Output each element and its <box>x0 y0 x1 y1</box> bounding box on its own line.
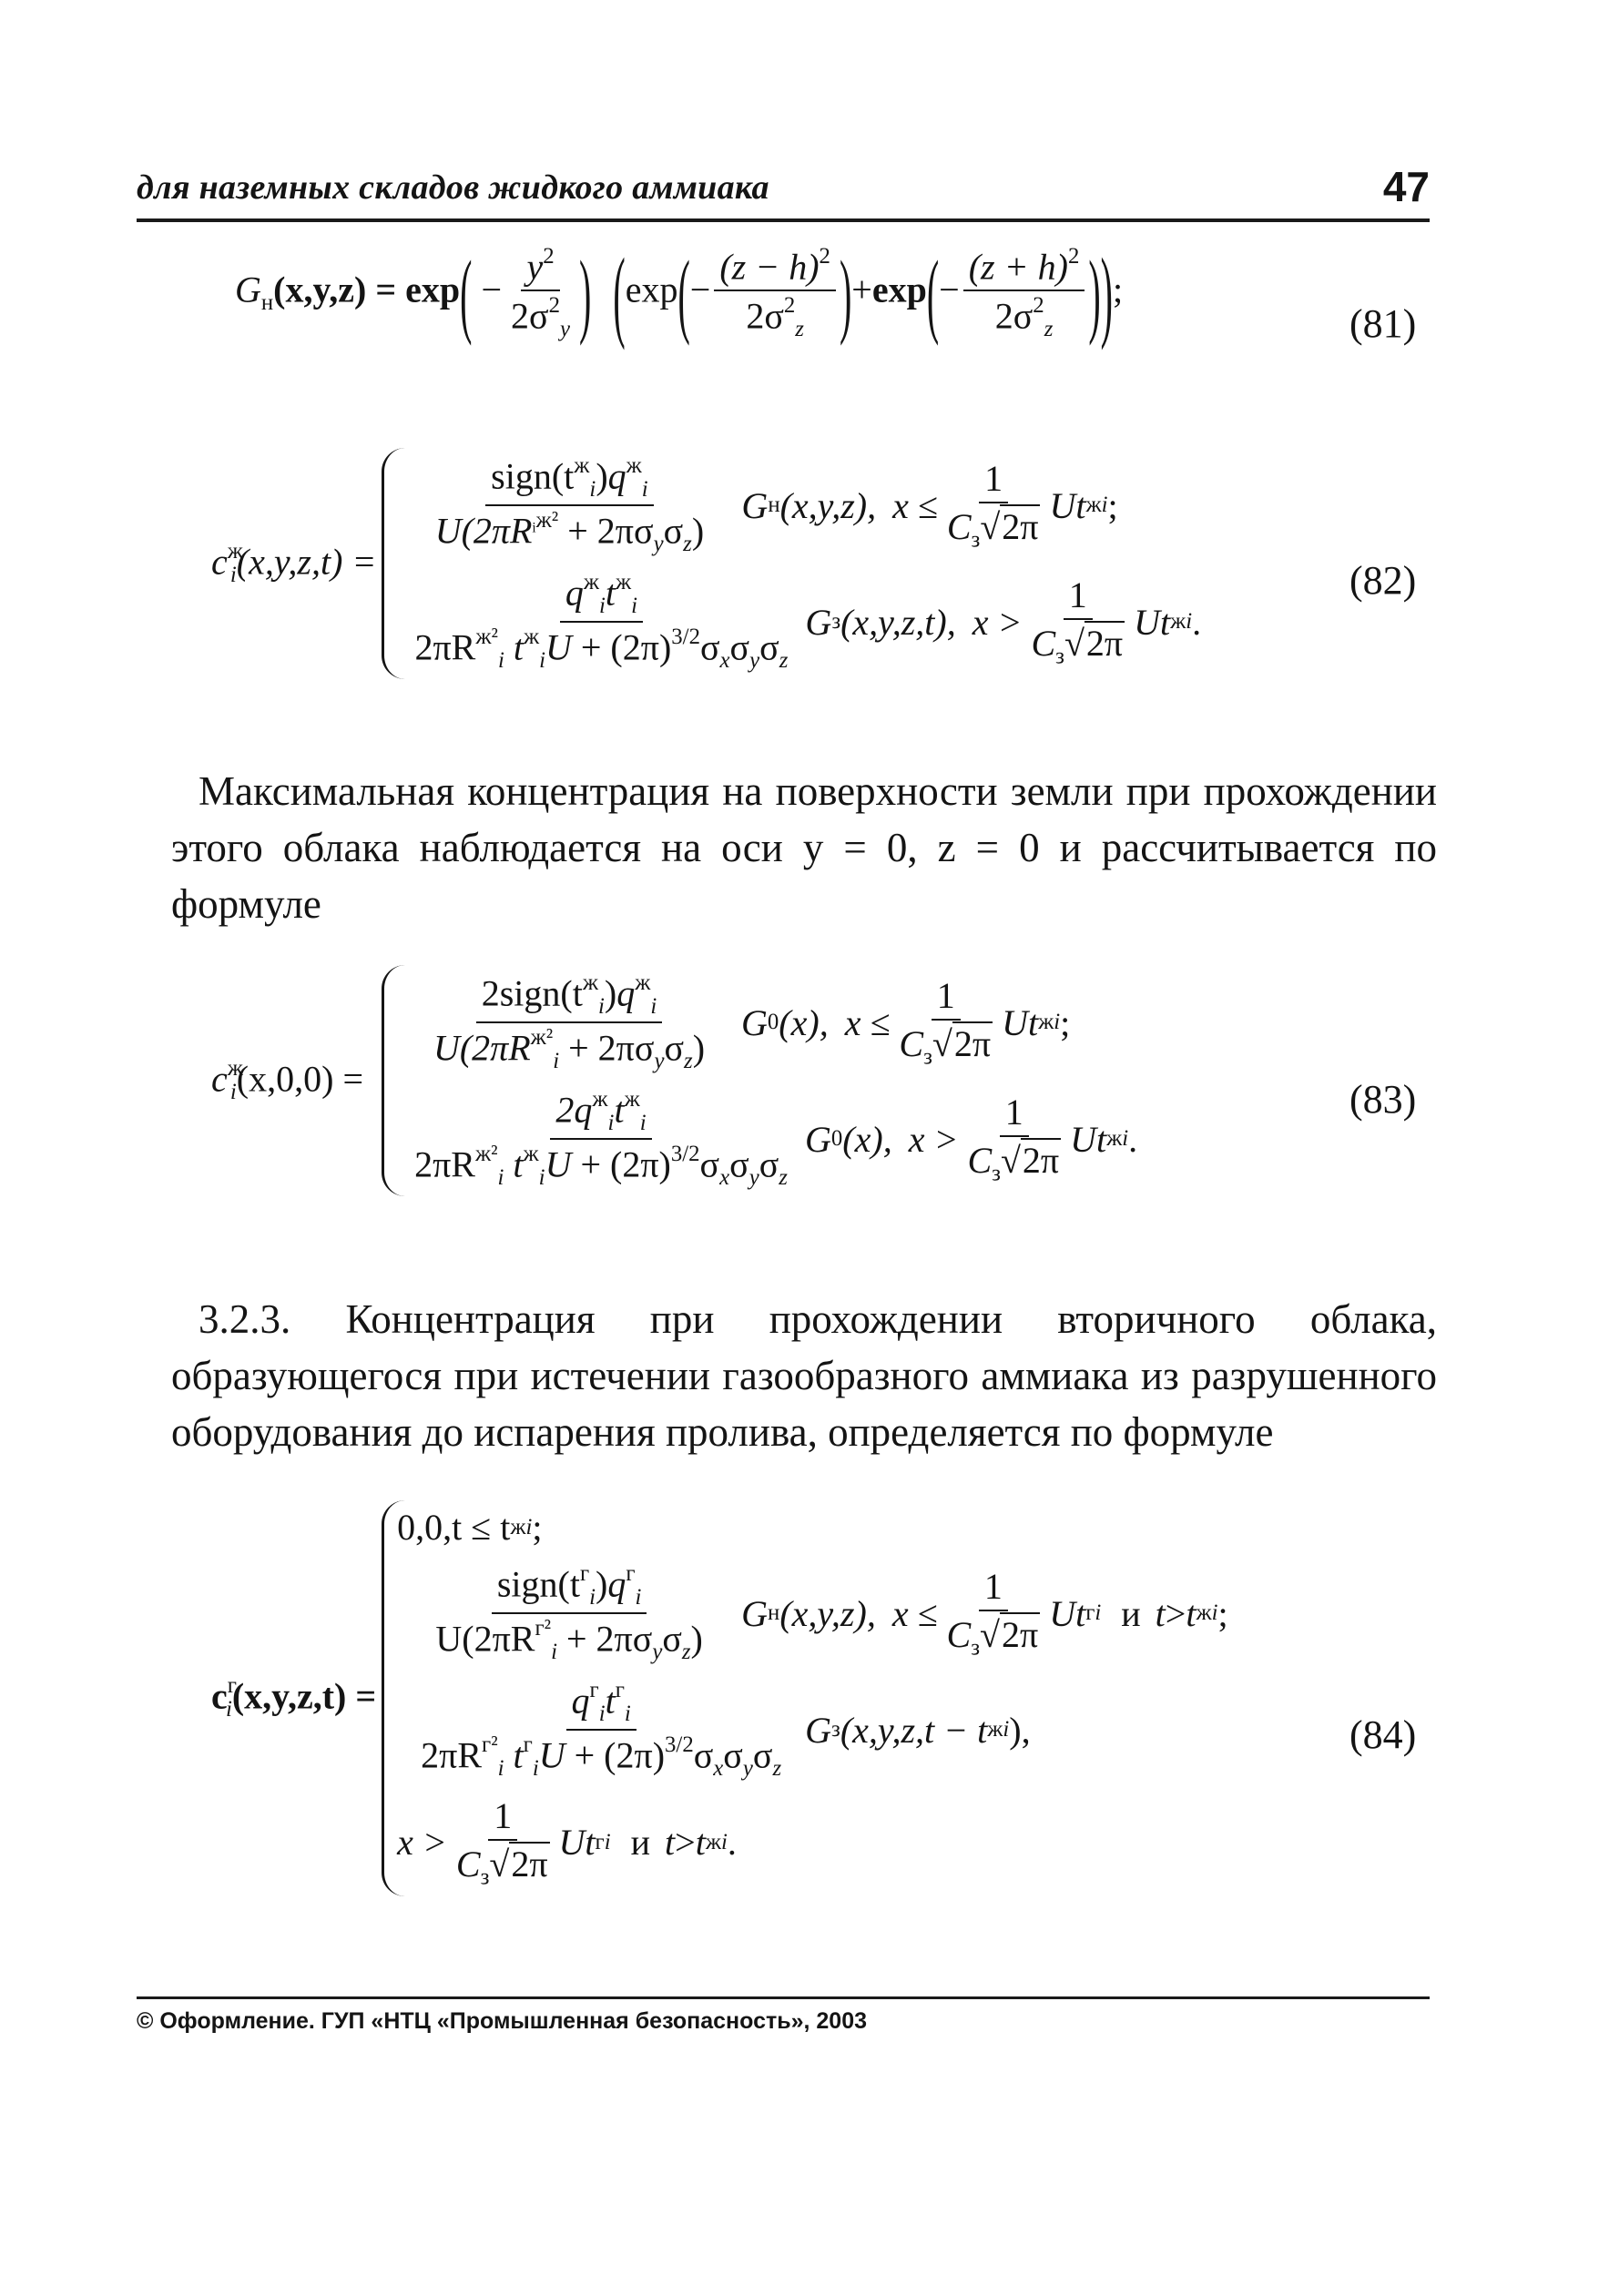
paragraph-2: 3.2.3. Концентрация при прохождении втор… <box>171 1291 1437 1460</box>
paragraph-1-text: Максимальная концентрация на поверхности… <box>171 768 1437 927</box>
eq81-exp-1: exp <box>405 269 461 310</box>
eq83-number: (83) <box>1349 1077 1417 1122</box>
footer-rule <box>137 1996 1430 1999</box>
eq81-number: (81) <box>1349 301 1417 346</box>
eq82-number: (82) <box>1349 558 1417 603</box>
eq84-lhs: (x,y,z,t) = <box>231 1675 377 1717</box>
eq81-lhs-args: (x,y,z) <box>273 269 367 310</box>
eq82-lhs: (x,y,z,t) = <box>236 541 377 583</box>
header-title: для наземных складов жидкого аммиака <box>137 168 769 207</box>
eq81-lhs-func: G <box>235 269 261 310</box>
eq81-exp-3: exp <box>871 269 927 310</box>
eq81-lhs-sub: н <box>260 290 274 316</box>
eq83-lhs: (x,0,0) = <box>236 1058 363 1100</box>
header-rule <box>137 218 1430 222</box>
footer-copyright: © Оформление. ГУП «НТЦ «Промышленная без… <box>137 2008 868 2034</box>
running-header: для наземных складов жидкого аммиака 47 <box>137 163 1430 222</box>
paragraph-2-text: 3.2.3. Концентрация при прохождении втор… <box>171 1296 1437 1455</box>
eq84-number: (84) <box>1349 1712 1417 1757</box>
paragraph-1: Максимальная концентрация на поверхности… <box>171 763 1437 932</box>
eq81-exp-2: exp <box>625 269 678 310</box>
page-number: 47 <box>1382 163 1430 210</box>
